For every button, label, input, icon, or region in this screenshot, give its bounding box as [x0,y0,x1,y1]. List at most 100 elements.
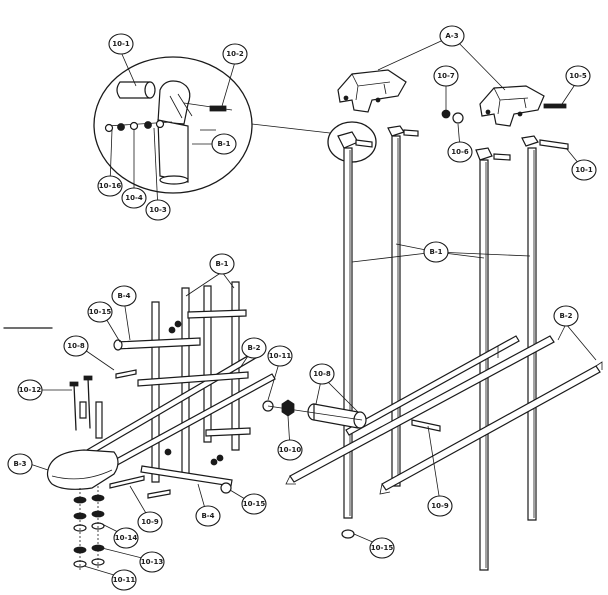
detail-circle [93,56,253,194]
detail-magnifier [93,56,377,194]
right-frame [285,125,603,571]
b2-brace-middle [345,335,520,436]
cap-10-15-mid [220,482,232,494]
bolt-10-9-right [411,419,441,432]
callout-10-9-right-text: 10-9 [431,502,449,510]
b2-brace-upper [381,365,601,491]
bracket-left [337,69,407,113]
callout-b3: B-3 [7,453,33,475]
bolt-10-9-left [109,475,145,489]
detail-connector-line [251,123,331,134]
callout-b4-top: B-4 [111,285,137,307]
callout-b2-left-text: B-2 [247,344,260,352]
bracket-right [479,85,545,127]
callout-10-8-left: 10-8 [63,335,89,357]
callout-b3-text: B-3 [13,460,26,468]
left-tube-3 [203,285,212,443]
callout-10-9-left-text: 10-9 [141,518,159,526]
callout-b4-top-text: B-4 [117,292,130,300]
b1-tube-3 [479,159,489,571]
detail-nut-1 [117,123,125,131]
callout-10-7: 10-7 [433,65,459,87]
callout-10-3: 10-3 [145,199,171,221]
callout-10-1: 10-1 [571,159,597,181]
callout-10-14: 10-14 [113,527,139,549]
callout-a3-text: A-3 [445,32,458,40]
callout-10-13-text: 10-13 [141,558,164,566]
detail-nut-2 [144,121,152,129]
callout-a3: A-3 [439,25,465,47]
callout-10-1-detail-text: 10-1 [112,40,130,48]
cap-top-4 [521,135,539,147]
callout-10-1-detail: 10-1 [108,33,134,55]
callout-10-14-text: 10-14 [115,534,138,542]
bolt-10-5 [543,103,567,109]
callout-10-16-text: 10-16 [99,182,122,190]
callout-b2-left: B-2 [241,337,267,359]
left-frame [3,281,276,570]
b2-brace-lower [289,335,555,483]
callout-b1-right: B-1 [423,241,449,263]
callout-10-3-text: 10-3 [149,206,167,214]
callout-10-9-left: 10-9 [137,511,163,533]
b1-tube-4 [527,147,537,521]
callout-10-13: 10-13 [139,551,165,573]
callout-10-2-text: 10-2 [226,50,244,58]
callout-10-8-mid: 10-8 [309,363,335,385]
part-10-6-washer [452,112,464,124]
b1-tube-2 [391,135,401,487]
callout-b2-right: B-2 [553,305,579,327]
callout-10-5: 10-5 [565,65,591,87]
callout-10-15-bottom: 10-15 [369,537,395,559]
left-tube-1 [151,301,160,483]
detail-bolt [209,105,227,112]
callout-10-11-bottom-text: 10-11 [113,576,136,584]
callout-10-10: 10-10 [277,439,303,461]
part-10-10-nut [281,399,295,417]
callout-b1-left-text: B-1 [215,260,228,268]
b1-tube-1 [343,147,353,519]
cap-10-15-bottom [341,529,355,539]
callout-10-9-right: 10-9 [427,495,453,517]
callout-10-6: 10-6 [447,141,473,163]
callout-10-10-text: 10-10 [279,446,302,454]
callout-10-11-mid-text: 10-11 [269,352,292,360]
bolt-10-8-left [115,369,137,379]
a3-brackets [337,35,567,127]
callout-b2-right-text: B-2 [559,312,572,320]
callout-10-15-top-text: 10-15 [89,308,112,316]
callout-10-4-text: 10-4 [125,194,143,202]
part-10-7-nut [441,109,451,119]
callout-b1-right-text: B-1 [429,248,442,256]
callout-10-8-mid-text: 10-8 [313,370,331,378]
bolt-10-12-b [87,377,91,429]
detail-washer-1 [104,123,114,133]
callout-10-12: 10-12 [17,379,43,401]
callout-b1-left: B-1 [209,253,235,275]
callout-10-11-bottom: 10-11 [111,569,137,591]
callout-10-15-bottom-text: 10-15 [371,544,394,552]
detail-washer-2 [129,121,139,131]
detail-washer-3 [155,119,165,129]
callout-10-5-text: 10-5 [569,72,587,80]
middle-hardware [262,399,367,429]
callout-10-11-mid: 10-11 [267,345,293,367]
callout-10-2: 10-2 [222,43,248,65]
callout-b4-bottom: B-4 [195,505,221,527]
cap-top-2 [387,125,405,137]
callout-10-15-mid: 10-15 [241,493,267,515]
callout-10-8-left-text: 10-8 [67,342,85,350]
callout-b4-bottom-text: B-4 [201,512,214,520]
callout-10-4: 10-4 [121,187,147,209]
seat-b3 [46,449,119,490]
callout-10-15-mid-text: 10-15 [243,500,266,508]
callout-b1-detail-text: B-1 [217,140,230,148]
callout-10-12-text: 10-12 [19,386,42,394]
bolt-10-12-a [73,383,77,431]
callout-10-6-text: 10-6 [451,148,469,156]
callouts: A-3 10-1 10-2 B-1 10-16 10-4 10-3 10-7 1… [7,25,597,591]
detail-pipe [157,119,189,183]
callout-b1-detail: B-1 [211,133,237,155]
